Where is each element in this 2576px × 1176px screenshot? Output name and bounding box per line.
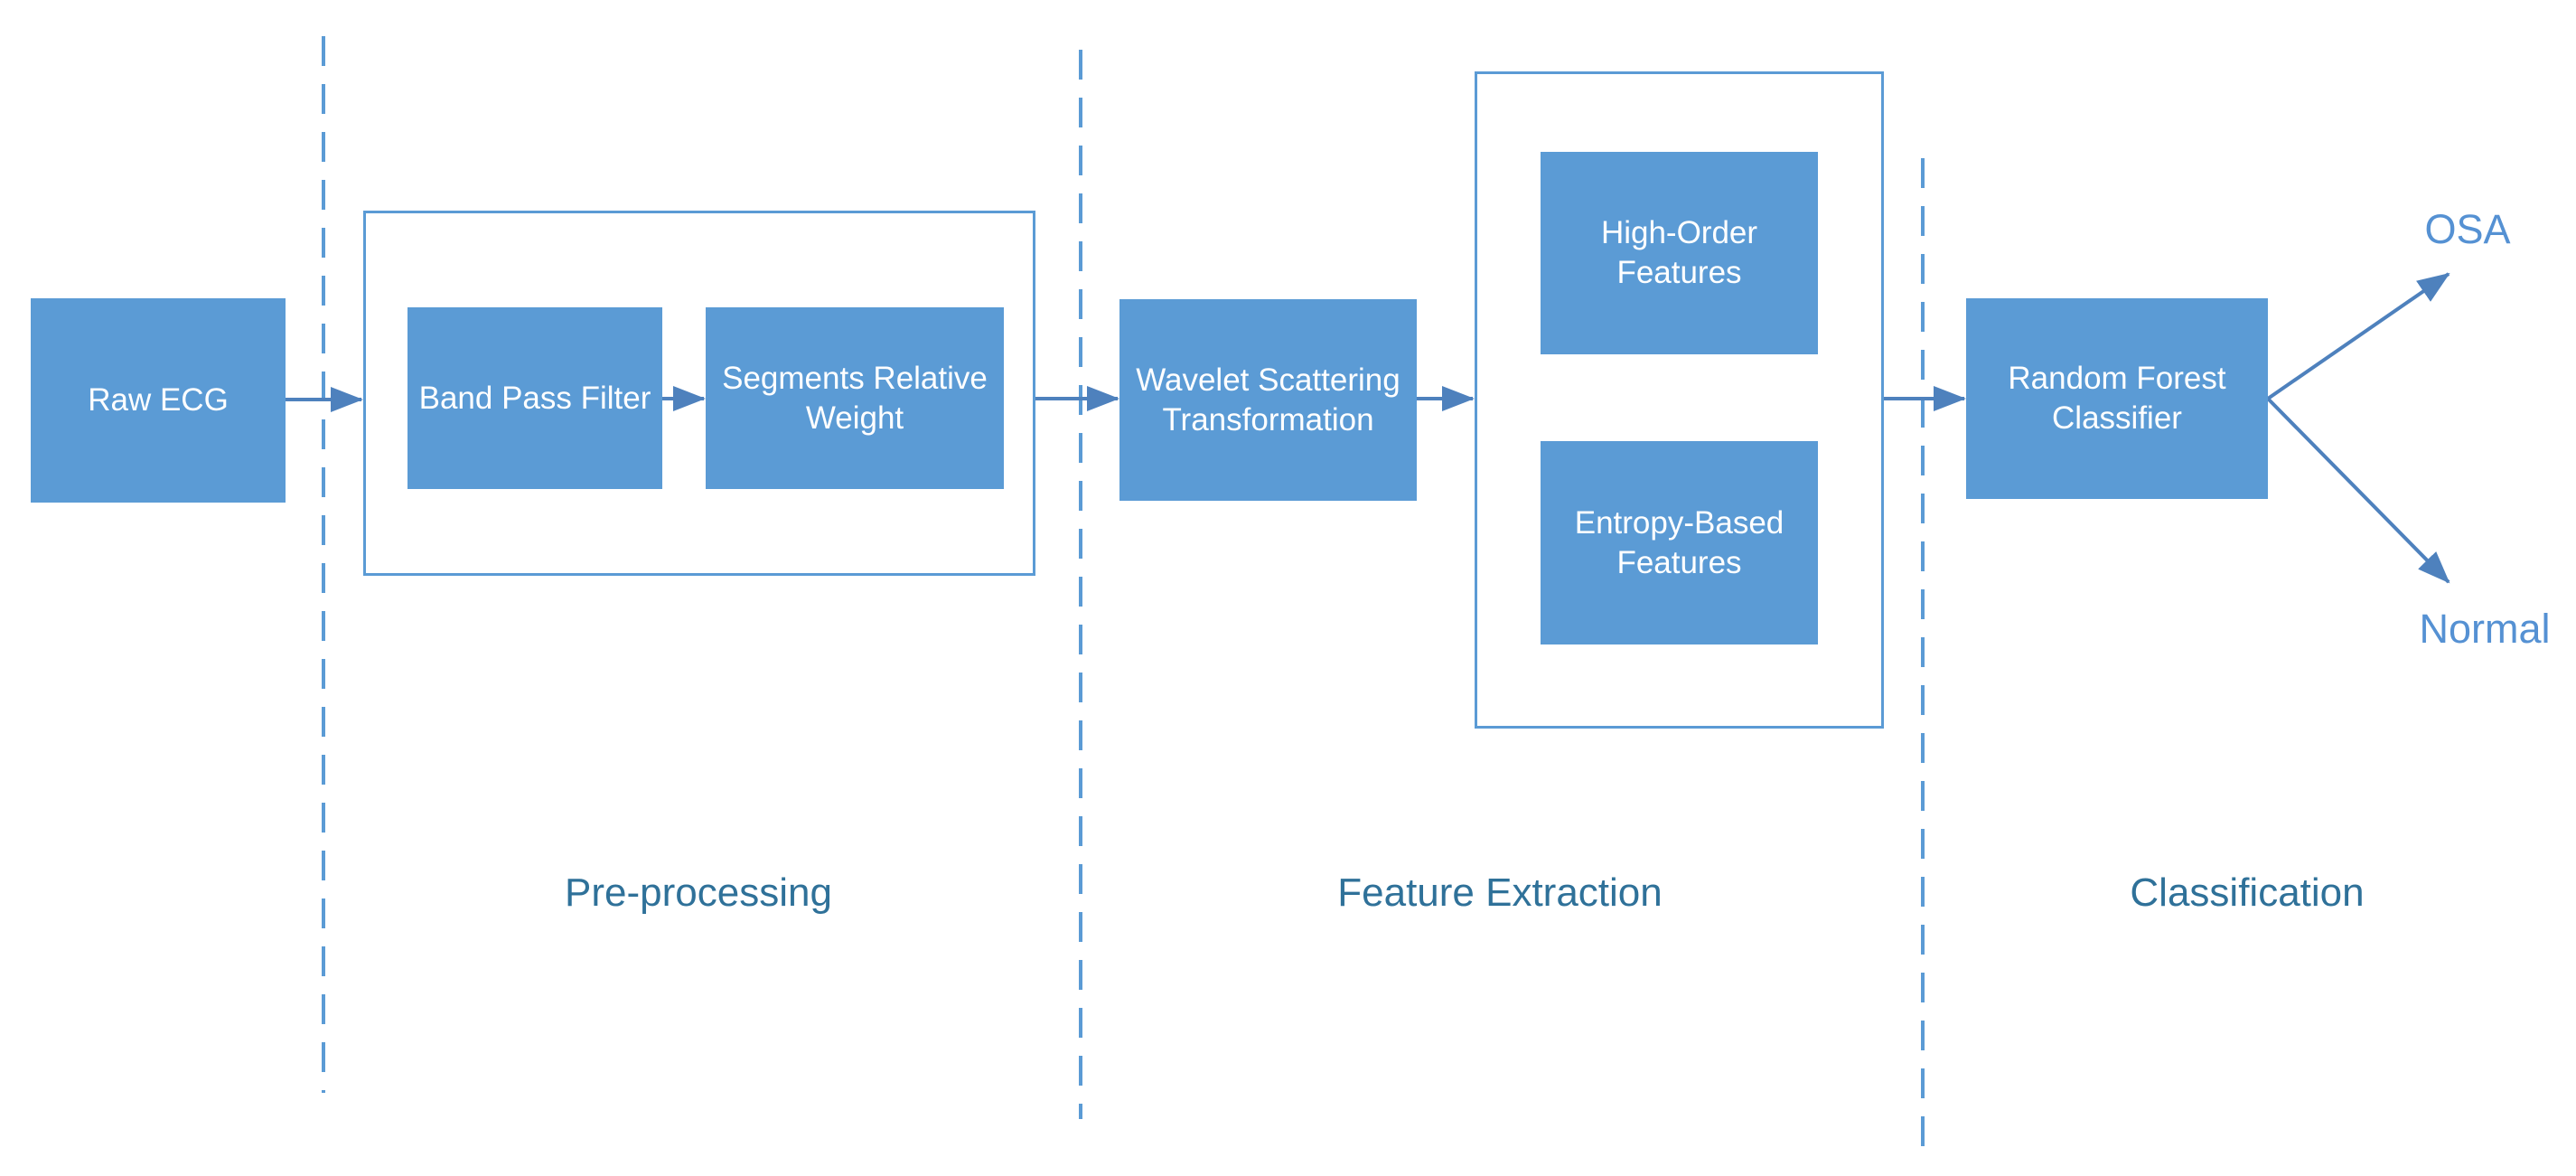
high-order-features-node: High-Order Features [1541,152,1818,354]
random-forest-classifier-label: Random Forest Classifier [2008,361,2226,436]
section-label-feature-extraction: Feature Extraction [1337,870,1663,915]
raw-ecg-label: Raw ECG [88,382,229,419]
section-label-preprocessing: Pre-processing [565,870,832,915]
normal-outcome-label: Normal [2419,606,2551,652]
feature-extraction-group-box [1475,71,1884,729]
section-label-classification: Classification [2130,870,2365,915]
band-pass-filter-label: Band Pass Filter [418,380,651,416]
band-pass-filter-node: Band Pass Filter [407,307,662,489]
osa-outcome-label: OSA [2424,206,2511,252]
entropy-based-features-label: Entropy-Based Features [1574,504,1784,580]
segments-relative-weight-node: Segments Relative Weight [706,307,1004,489]
wavelet-scattering-node: Wavelet Scattering Transformation [1119,299,1417,501]
raw-ecg-node: Raw ECG [31,298,286,503]
entropy-based-features-node: Entropy-Based Features [1541,441,1818,644]
preprocessing-group-box [363,211,1035,576]
arrow-classifier-to-osa [2266,272,2450,400]
high-order-features-label: High-Order Features [1600,215,1758,290]
arrow-classifier-to-normal [2266,397,2450,584]
wavelet-scattering-label: Wavelet Scattering Transformation [1136,362,1400,437]
segments-relative-weight-label: Segments Relative Weight [722,360,988,436]
random-forest-classifier-node: Random Forest Classifier [1966,298,2268,499]
